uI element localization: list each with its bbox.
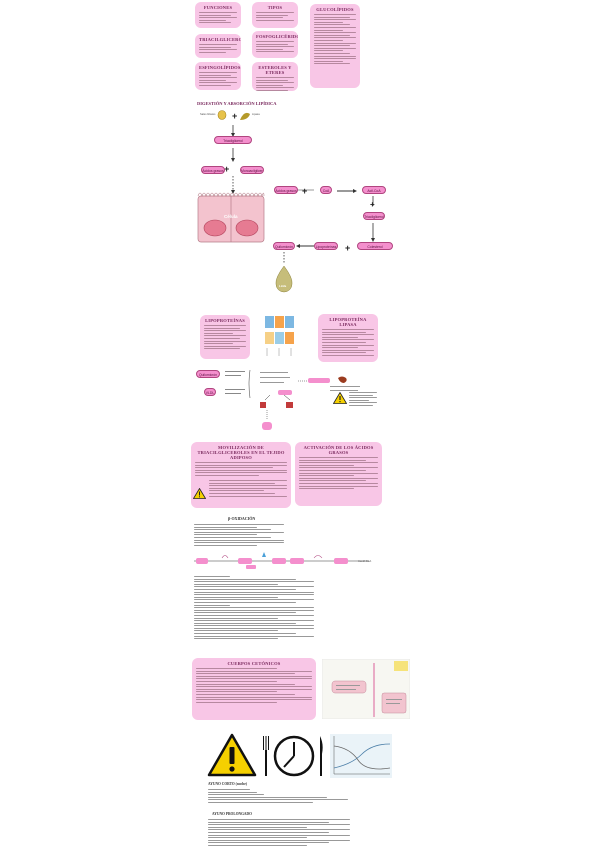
card-esteroles: ESTEROLES Y ETERES: [252, 62, 298, 91]
card-title: LIPOPROTEÍNAS: [205, 318, 245, 323]
knife-icon: [320, 736, 323, 776]
beta-oxidation-flow: [194, 552, 369, 569]
pill-monoacilglicerol: Monoacilglicerol: [240, 166, 264, 174]
warning-icon: [207, 733, 257, 777]
card-glucolipidos: GLUCOLÍPIDOS: [310, 4, 360, 88]
warning-icon: [193, 488, 206, 499]
warning-note: [349, 392, 377, 406]
svg-text:+: +: [232, 111, 237, 121]
svg-text:+: +: [370, 200, 375, 209]
pill-right-3: Acil-CoA: [362, 186, 386, 194]
card-funciones: FUNCIONES: [195, 2, 241, 28]
pill-triacilglicerol: Triacilglicerol: [214, 136, 252, 144]
card-movilizacion: MOVILIZACIÓN DE TRIACILGLICEROLES EN EL …: [191, 442, 291, 508]
beta-end-label: Acetil-CoA: [358, 559, 372, 563]
card-title: GLUCOLÍPIDOS: [316, 7, 354, 12]
card-title: TRIACILGLICEROLES: [199, 37, 241, 42]
card-title: TIPOS: [267, 5, 283, 10]
bile-salt-icon: [217, 110, 227, 120]
lipase-icon: [240, 112, 250, 120]
section-title-digestion: DIGESTIÓN Y ABSORCIÓN LIPÍDICA: [197, 101, 277, 106]
pill-right-5: Colesterol: [357, 242, 393, 250]
card-cuerpos-cetonicos: CUERPOS CETÓNICOS: [192, 658, 316, 720]
drop-label: Linfa: [279, 284, 287, 288]
lipase-label: Lipasa: [252, 113, 260, 116]
card-lipoproteinas: LIPOPROTEÍNAS: [200, 315, 250, 359]
ayuno-chart: [330, 734, 392, 778]
card-title: FUNCIONES: [203, 5, 233, 10]
pill-acidos-grasos: Ácidos grasos: [201, 166, 225, 174]
card-triacilgliceroles: TRIACILGLICEROLES: [195, 34, 241, 58]
section-title-ayuno-prolongado: AYUNO PROLONGADO: [212, 812, 252, 816]
digestion-diagram: + + + + +: [197, 110, 375, 293]
card-title: LIPOPROTEÍNA LIPASA: [329, 317, 367, 327]
lipoprotein-figure: [265, 316, 294, 356]
card-activacion: ACTIVACIÓN DE LOS ÁCIDOS GRASOS: [295, 442, 382, 506]
card-title: MOVILIZACIÓN DE TRIACILGLICEROLES EN EL …: [197, 445, 285, 460]
pill-quilomicron: Quilomicrón: [196, 370, 220, 378]
card-title: CUERPOS CETÓNICOS: [227, 661, 281, 666]
lipoprotein-flow: [225, 369, 360, 430]
card-title: ESFINGOLÍPIDOS: [199, 65, 241, 70]
pill-right-4: Triacilglicerol: [363, 212, 385, 220]
ketone-diagram: [322, 659, 410, 719]
ayuno-text-2: [208, 819, 350, 846]
pill-right-7: Quilomicrón: [273, 242, 295, 250]
warning-icon: [333, 392, 347, 404]
droplet-icon: [275, 265, 293, 293]
pill-vldl: VLDL: [204, 388, 216, 396]
card-title: ESTEROLES Y ETERES: [258, 65, 292, 75]
card-lipoproteina-lipasa: LIPOPROTEÍNA LIPASA: [318, 314, 378, 362]
bile-label: Sales biliares: [200, 113, 216, 116]
pill-right-2: CoA: [320, 186, 332, 194]
cell-icon: [197, 192, 265, 243]
pill-right-1: Ácidos grasos: [274, 186, 298, 194]
section-title-ayuno-corto: AYUNO CORTO (noche): [208, 782, 248, 786]
card-fosfogliceridos: FOSFOGLICÉRIDOS: [252, 31, 298, 58]
svg-text:+: +: [224, 164, 229, 174]
beta-text-1: [194, 524, 284, 546]
cell-label: Célula: [224, 214, 238, 219]
section-title-beta: β-OXIDACIÓN: [228, 516, 256, 521]
svg-text:+: +: [302, 186, 307, 196]
beta-text-2: [194, 576, 314, 640]
card-tipos: TIPOS: [252, 2, 298, 28]
svg-text:+: +: [345, 243, 350, 253]
fork-icon: [263, 736, 269, 776]
card-title: ACTIVACIÓN DE LOS ÁCIDOS GRASOS: [303, 445, 374, 455]
pill-right-6: Lipoproteínas: [314, 242, 338, 250]
card-title: FOSFOGLICÉRIDOS: [256, 34, 298, 39]
clock-icon: [273, 735, 315, 777]
card-esfingolipidos: ESFINGOLÍPIDOS: [195, 62, 241, 90]
ayuno-text-1: [208, 789, 348, 803]
